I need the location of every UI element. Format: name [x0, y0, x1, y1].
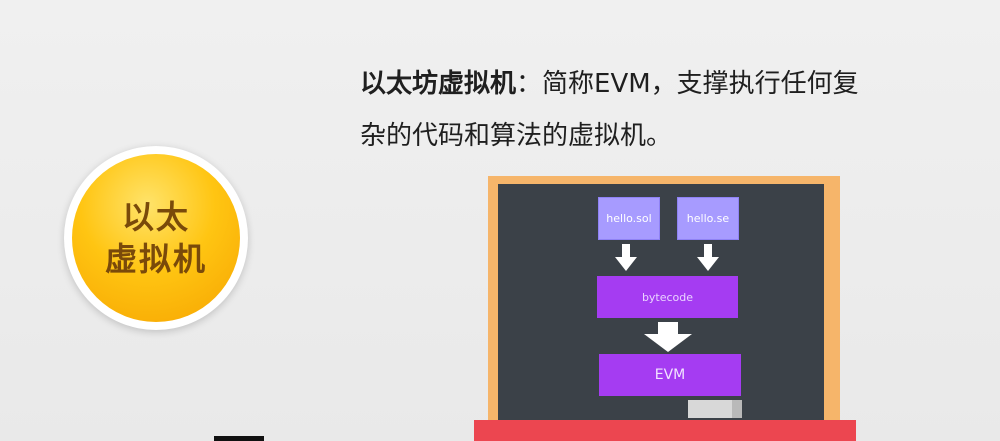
badge-inner: 以太 虚拟机 — [72, 154, 240, 322]
arrow-down-icon — [644, 322, 692, 352]
badge-line-2: 虚拟机 — [104, 240, 207, 278]
description: 以太坊虚拟机：简称EVM，支撑执行任何复 杂的代码和算法的虚拟机。 — [360, 58, 960, 162]
laptop-base — [474, 420, 856, 441]
description-line-2: 杂的代码和算法的虚拟机。 — [360, 121, 673, 151]
evm-node: EVM — [599, 354, 741, 396]
source-node-sol: hello.sol — [598, 197, 660, 240]
description-term: 以太坊虚拟机 — [360, 69, 517, 99]
badge-line-1: 以太 — [121, 198, 190, 236]
source-node-se: hello.se — [677, 197, 739, 240]
edge-mark — [214, 436, 264, 441]
title-badge: 以太 虚拟机 — [64, 146, 248, 330]
keyboard-light-tick — [732, 400, 742, 418]
arrow-down-icon — [615, 244, 637, 272]
description-line-1: 以太坊虚拟机：简称EVM，支撑执行任何复 — [360, 58, 960, 110]
keyboard-light — [688, 400, 742, 418]
bytecode-node: bytecode — [597, 276, 738, 318]
description-line-1-rest: ：简称EVM，支撑执行任何复 — [516, 69, 859, 99]
arrow-down-icon — [697, 244, 719, 272]
